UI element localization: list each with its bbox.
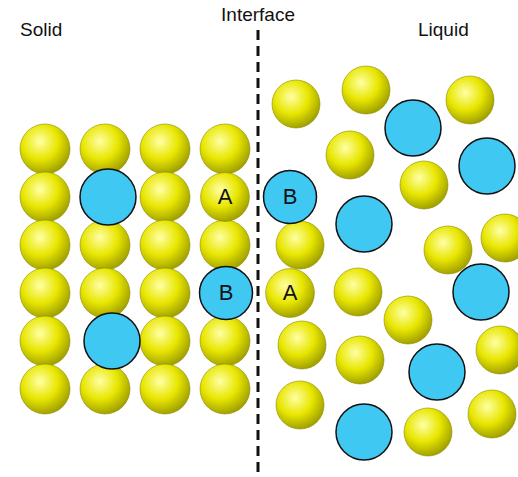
solvent-atom (140, 364, 190, 414)
solvent-atom (140, 172, 190, 222)
atom-label: A (218, 186, 233, 208)
solvent-atom (140, 268, 190, 318)
solvent-atom (278, 321, 326, 369)
solvent-atom (476, 326, 518, 374)
solvent-atom (481, 214, 518, 262)
solvent-atom (336, 336, 384, 384)
solvent-atom (326, 131, 374, 179)
solvent-atom (404, 408, 452, 456)
solvent-atom (80, 220, 130, 270)
solute-atom (459, 138, 515, 194)
solvent-atom (446, 76, 494, 124)
solute-atom (409, 344, 465, 400)
solvent-atom (80, 124, 130, 174)
atom-node: A (265, 268, 315, 318)
solvent-atom (468, 390, 516, 438)
atom-circle (266, 269, 315, 318)
atom-node: B (198, 265, 254, 321)
solvent-atom (20, 268, 70, 318)
solvent-atom (334, 268, 382, 316)
atom-circle (200, 267, 253, 320)
solute-atom (336, 196, 392, 252)
solvent-atom (140, 124, 190, 174)
solvent-atom (140, 220, 190, 270)
solvent-atom (20, 364, 70, 414)
solute-atom (84, 313, 140, 369)
solvent-atom (384, 296, 432, 344)
atom-circle (201, 173, 250, 222)
solvent-atom (80, 364, 130, 414)
solvent-atom (20, 172, 70, 222)
solvent-atom (20, 316, 70, 366)
region-label: Liquid (418, 20, 469, 41)
solvent-atom (200, 364, 250, 414)
atom-label: B (219, 282, 234, 304)
solvent-atom (200, 124, 250, 174)
solvent-atom (276, 221, 324, 269)
atom-node: B (262, 169, 318, 225)
atom-circle (264, 171, 317, 224)
solvent-atom (200, 220, 250, 270)
interface-line (257, 30, 260, 477)
solvent-atom (424, 226, 472, 274)
solute-atom (336, 404, 392, 460)
solvent-atom (200, 316, 250, 366)
atom-label: B (283, 186, 298, 208)
atom-label: A (283, 282, 298, 304)
solvent-atom (140, 316, 190, 366)
solvent-atom (20, 124, 70, 174)
solvent-atom (400, 161, 448, 209)
solvent-atom (272, 80, 320, 128)
solvent-atom (80, 268, 130, 318)
region-label: Interface (221, 5, 295, 26)
solute-atom (385, 100, 441, 156)
atom-node: A (200, 172, 250, 222)
solvent-atom (20, 220, 70, 270)
solvent-atom (276, 381, 324, 429)
solvent-atom (342, 66, 390, 114)
region-label: Solid (20, 20, 62, 41)
solute-atom (453, 264, 509, 320)
solute-atom (80, 169, 136, 225)
